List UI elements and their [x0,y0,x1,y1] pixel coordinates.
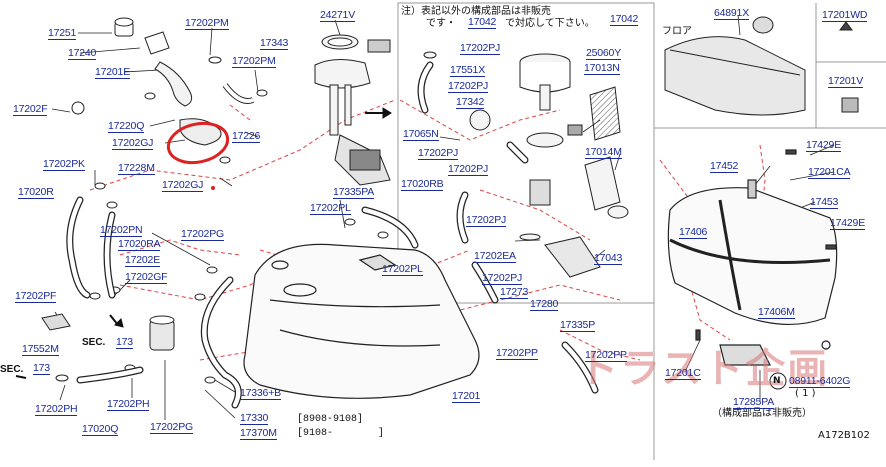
part-17202PJ-d[interactable]: 17202PJ [448,163,489,176]
fuel-pump-module-center [314,34,391,186]
sec-label-1: SEC. [82,337,106,348]
arrows [15,107,392,379]
part-17202PP-b[interactable]: 17202PP [585,349,627,362]
part-17343[interactable]: 17343 [260,37,289,50]
part-25060Y[interactable]: 25060Y [586,47,622,60]
part-17202PJ-f[interactable]: 17202PJ [482,272,523,285]
part-17342[interactable]: 17342 [456,96,485,109]
part-08911-6402G[interactable]: 08911-6402G [789,375,851,388]
part-17043[interactable]: 17043 [594,252,623,265]
part-17201WD[interactable]: 17201WD [822,9,868,22]
part-17201V[interactable]: 17201V [828,75,864,88]
part-17429E-b[interactable]: 17429E [830,217,866,230]
part-17202PH-a[interactable]: 17202PH [35,403,78,416]
part-17202PJ-c[interactable]: 17202PJ [418,147,459,160]
part-64891X[interactable]: 64891X [714,7,750,20]
note-line2-prefix: です・ [426,18,456,29]
part-17330[interactable]: 17330 [240,412,269,425]
part-17202PL-a[interactable]: 17202PL [310,202,351,215]
pump-module-parts [423,51,629,278]
part-17020R[interactable]: 17020R [18,186,54,199]
part-17551X[interactable]: 17551X [450,64,486,77]
date-range-2: [9108- [297,428,334,439]
nut-symbol-circle [769,372,787,390]
part-24271V[interactable]: 24271V [320,9,356,22]
not-sold-note: （構成部品は非販売） [712,408,812,419]
part-17201E[interactable]: 17201E [95,66,131,79]
part-17065N[interactable]: 17065N [403,128,439,141]
part-17202GF[interactable]: 17202GF [125,271,168,284]
part-17020RA[interactable]: 17020RA [118,238,161,251]
part-17273[interactable]: 17273 [500,286,529,299]
part-17453[interactable]: 17453 [810,196,839,209]
part-17042[interactable]: 17042 [610,13,639,26]
part-17202PF[interactable]: 17202PF [15,290,57,303]
part-17406M[interactable]: 17406M [758,306,795,319]
part-17202PL-b[interactable]: 17202PL [382,263,423,276]
part-17202PN[interactable]: 17202PN [100,224,143,237]
part-17201CA[interactable]: 17201CA [808,166,851,179]
part-17228M[interactable]: 17228M [118,162,155,175]
part-17370M[interactable]: 17370M [240,427,277,440]
sec-label-2: SEC. [0,364,24,375]
sec-ref-2[interactable]: 173 [33,362,50,375]
part-17202PK[interactable]: 17202PK [43,158,85,171]
nut-symbol: N [773,376,781,386]
part-17452[interactable]: 17452 [710,160,739,173]
part-17202PG-b[interactable]: 17202PG [150,421,193,434]
sec-ref-1[interactable]: 173 [116,336,133,349]
fuel-tank [243,243,480,399]
note-line2-ref-17042[interactable]: 17042 [468,16,497,29]
part-17014M[interactable]: 17014M [585,146,622,159]
part-17202PJ-b[interactable]: 17202PJ [448,80,489,93]
date-range-1: [8908-9108] [297,414,364,425]
part-17202PM-b[interactable]: 17202PM [232,55,276,68]
floor-label: フロア [662,26,692,37]
frame-lines [397,2,886,460]
part-17202PM-a[interactable]: 17202PM [185,17,229,30]
note-not-sold-line1: 注）表記以外の構成部品は非販売 [401,6,551,17]
figure-id: A172B102 [818,430,870,441]
part-17335PA[interactable]: 17335PA [333,186,375,199]
part-17280[interactable]: 17280 [530,298,559,311]
part-17202EA[interactable]: 17202EA [474,250,516,263]
part-17202PP-a[interactable]: 17202PP [496,347,538,360]
part-17202GJ-a[interactable]: 17202GJ [112,137,154,150]
part-17251[interactable]: 17251 [48,27,77,40]
red-highlight-circle [166,121,230,165]
part-17335P[interactable]: 17335P [560,319,596,332]
part-17226[interactable]: 17226 [232,130,261,143]
part-17336B[interactable]: 17336+B [240,387,281,400]
part-17020RB[interactable]: 17020RB [401,178,444,191]
part-17240[interactable]: 17240 [68,47,97,60]
part-17202E[interactable]: 17202E [125,254,161,267]
part-17013N[interactable]: 17013N [584,62,620,75]
part-17020Q[interactable]: 17020Q [82,423,119,436]
floor-panel [664,16,859,116]
part-17552M[interactable]: 17552M [22,343,59,356]
note-line2-suffix: で対応して下さい。 [505,18,595,29]
part-17202PJ-e[interactable]: 17202PJ [466,214,507,227]
part-17202GJ-b[interactable]: 17202GJ [162,179,204,192]
part-17406[interactable]: 17406 [679,226,708,239]
watermark: トラスト企画 [578,346,830,392]
part-17285PA[interactable]: 17285PA [733,396,775,409]
part-17202PH-b[interactable]: 17202PH [107,398,150,411]
quantity-note: ( 1 ) [795,388,816,399]
part-17201[interactable]: 17201 [452,390,481,403]
part-17429E-a[interactable]: 17429E [806,139,842,152]
part-17202PG-a[interactable]: 17202PG [181,228,224,241]
hoses-inner [67,62,598,408]
part-17202PJ-a[interactable]: 17202PJ [460,42,501,55]
part-17201C[interactable]: 17201C [665,367,701,380]
date-range-2-end: ] [378,428,385,439]
right-fuel-tank [667,149,838,366]
part-17202F[interactable]: 17202F [13,103,48,116]
part-17220Q[interactable]: 17220Q [108,120,145,133]
